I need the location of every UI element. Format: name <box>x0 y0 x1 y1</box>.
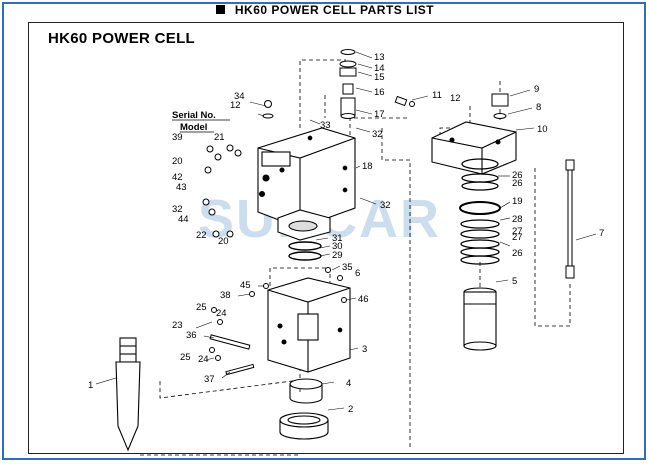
part-label: 12 <box>450 93 461 104</box>
pins-23-37 <box>209 307 255 376</box>
part-label: 22 <box>196 230 207 241</box>
part-label: 27 <box>512 226 523 237</box>
part-label: 35 <box>342 262 353 273</box>
part-label: 9 <box>534 84 539 95</box>
assembly-guide-lines <box>140 59 571 456</box>
part-label: 3 <box>362 344 367 355</box>
front-bushings-2-4 <box>279 378 329 440</box>
part-label: 20 <box>172 156 183 167</box>
part-label: 19 <box>512 196 523 207</box>
part-label: 1 <box>88 380 93 391</box>
part-label: 30 <box>332 241 343 252</box>
part-label: 24 <box>216 308 227 319</box>
part-label: 8 <box>536 102 541 113</box>
part-label: 36 <box>186 330 197 341</box>
part-label: 11 <box>432 90 442 101</box>
part-number-callouts: 1 2 3 4 5 6 7 8 9 10 11 12 12 13 14 15 1… <box>88 52 604 415</box>
part-label: 32 <box>172 204 183 215</box>
part-label: 29 <box>332 250 343 261</box>
part-label: 16 <box>374 87 385 98</box>
part-label: 25 <box>180 352 191 363</box>
part-label: 39 <box>172 132 183 143</box>
header-title-text: HK60 POWER CELL PARTS LIST <box>234 3 435 17</box>
diagram-panel <box>28 22 624 454</box>
piston-seal-stack <box>459 158 501 265</box>
part-label: 20 <box>218 236 229 247</box>
part-label: 46 <box>358 294 369 305</box>
model-label: Model <box>180 122 207 133</box>
part-label: 23 <box>172 320 183 331</box>
diagram-title: HK60 POWER CELL <box>48 30 196 47</box>
part-label: 27 <box>512 232 523 243</box>
part-label: 15 <box>374 72 385 83</box>
parts-list-header: HK60 POWER CELL PARTS LIST <box>0 3 650 17</box>
part-label: 44 <box>178 214 189 225</box>
mounting-plate <box>277 209 331 241</box>
part-label: 26 <box>512 178 523 189</box>
part-label: 37 <box>204 374 215 385</box>
part-label: 32 <box>372 129 383 140</box>
part-label: 13 <box>374 52 385 63</box>
chisel-tool-1 <box>115 337 141 452</box>
cylinder-head-10 <box>431 121 517 175</box>
part-label: 34 <box>234 91 245 102</box>
part-label: 5 <box>512 276 517 287</box>
part-label: 42 <box>172 172 183 183</box>
serial-no-label: Serial No. <box>172 110 216 121</box>
fittings-8-9-11 <box>394 93 509 119</box>
valve-stack-13-17 <box>339 49 357 119</box>
part-label: 7 <box>599 228 604 239</box>
piston-5 <box>463 287 497 351</box>
upper-cylinder-block <box>257 127 356 229</box>
through-bolt-7 <box>565 159 575 279</box>
part-label: 45 <box>240 280 251 291</box>
header-square-icon <box>215 5 225 14</box>
part-label: 4 <box>346 378 351 389</box>
part-label: 28 <box>512 214 523 225</box>
part-label: 25 <box>196 302 207 313</box>
small-fasteners-left <box>202 100 274 238</box>
part-label: 26 <box>512 170 523 181</box>
part-label: 17 <box>374 109 385 120</box>
part-label: 24 <box>198 354 209 365</box>
part-label: 31 <box>332 233 343 244</box>
part-label: 33 <box>320 120 331 131</box>
part-label: 6 <box>355 268 360 279</box>
leader-lines <box>95 51 597 411</box>
part-label: 14 <box>374 63 385 74</box>
part-label: 18 <box>362 161 373 172</box>
part-label: 12 <box>230 100 241 111</box>
part-label: 21 <box>214 132 225 143</box>
part-label: 43 <box>176 182 187 193</box>
part-label: 26 <box>512 248 523 259</box>
part-label: 38 <box>220 290 231 301</box>
part-label: 2 <box>348 404 353 415</box>
part-label: 32 <box>380 200 391 211</box>
lower-cylinder-block-3 <box>267 277 351 373</box>
part-label: 10 <box>537 124 548 135</box>
